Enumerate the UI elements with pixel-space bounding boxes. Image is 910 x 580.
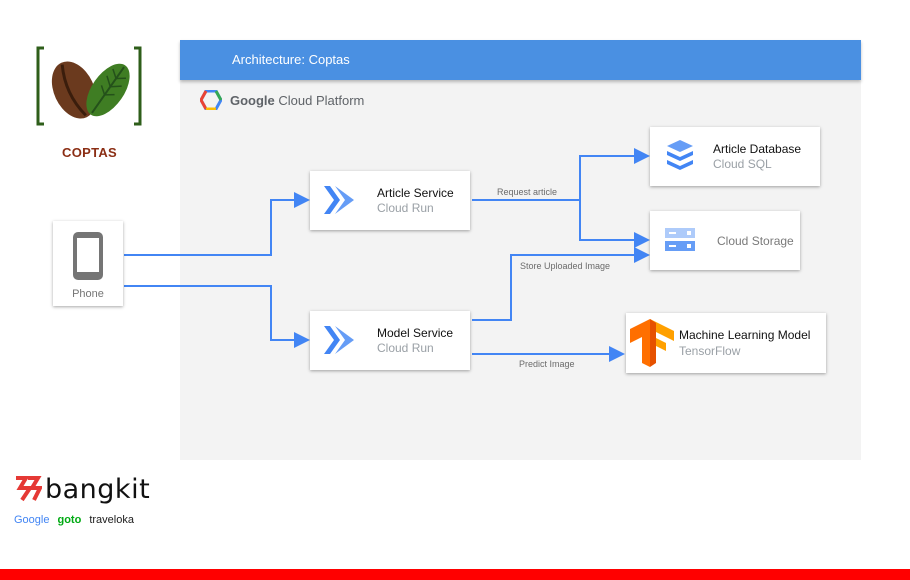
bangkit-wordmark: bangkit [45,474,151,505]
model-service-node[interactable]: Model Service Cloud Run [310,311,470,370]
gcp-platform-text: Cloud Platform [278,92,365,108]
cloud-sql-icon [667,140,693,170]
edge-article-database [472,148,650,201]
edge-label-predict-image: Predict Image [519,359,575,369]
phone-label: Phone [72,288,104,300]
cloud-storage-title: Cloud Storage [717,234,794,248]
gcp-hexagon-icon [200,90,222,110]
edge-label-store-uploaded-image: Store Uploaded Image [520,261,611,271]
cloud-storage-icon [665,228,695,251]
gcp-label: Google Cloud Platform [200,89,364,111]
article-database-node[interactable]: Article Database Cloud SQL [650,127,820,186]
edge-label-request-article: Request article [497,187,558,197]
edge-phone-article [124,192,310,256]
coptas-logo [36,46,142,126]
diagram-header: Architecture: Coptas [180,40,861,80]
edge-phone-model [124,285,310,348]
article-service-subtitle: Cloud Run [377,201,434,215]
model-service-subtitle: Cloud Run [377,341,434,355]
article-service-title: Article Service [377,186,454,200]
edge-article-storage [579,200,650,248]
logo-text: COPTAS [62,145,118,160]
phone-node[interactable]: Phone [53,221,123,306]
diagram-title: Architecture: Coptas [232,52,350,67]
article-service-node[interactable]: Article Service Cloud Run [310,171,470,230]
partner-traveloka: traveloka [89,514,134,526]
ml-model-title: Machine Learning Model [679,328,811,342]
cloud-storage-node[interactable]: Cloud Storage [650,211,800,270]
partner-logos: Google goto traveloka [14,514,134,526]
cloud-run-icon [324,326,354,354]
tensorflow-icon [630,319,674,367]
article-database-title: Article Database [713,142,802,156]
partner-goto: goto [57,514,82,526]
edge-model-storage [472,247,650,321]
bangkit-logo-icon [16,476,42,502]
phone-icon [73,232,103,280]
partner-google: Google [14,514,50,526]
article-database-subtitle: Cloud SQL [713,157,772,171]
model-service-title: Model Service [377,326,454,340]
cloud-run-icon [324,186,354,214]
bottom-bar [0,569,910,580]
ml-model-node[interactable]: Machine Learning Model TensorFlow [626,313,826,373]
gcp-brand: Google [230,92,275,108]
ml-model-subtitle: TensorFlow [679,344,741,358]
